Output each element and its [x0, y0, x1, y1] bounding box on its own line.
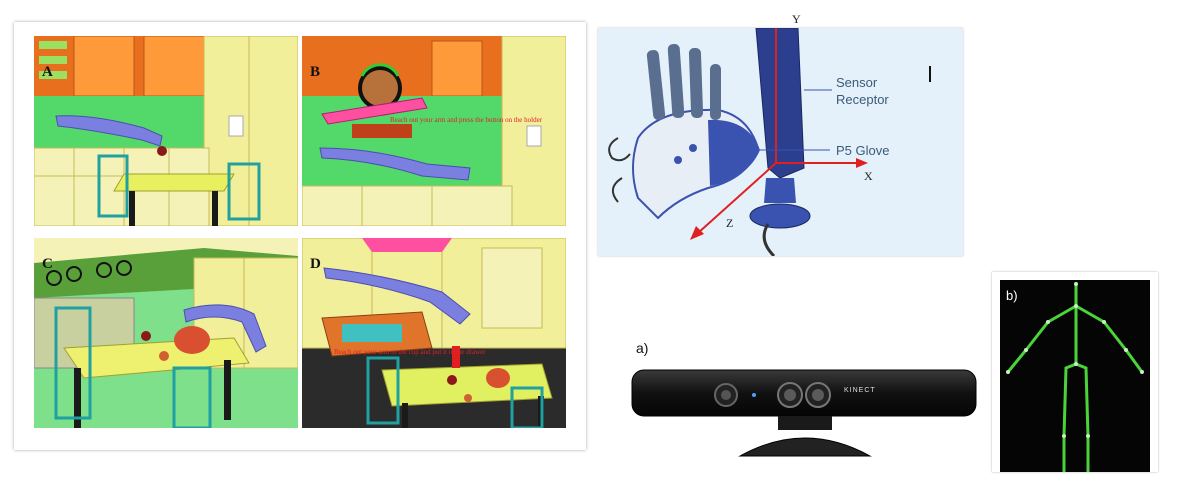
- kitchen-panel-b: B Reach out your arm and press the butto…: [302, 36, 566, 226]
- skeleton-tracking-figure: b): [992, 272, 1158, 472]
- panel-instruction-caption: Reach out your arm to the cup and put it…: [334, 348, 486, 356]
- kitchen-panel-d: D Reach out your arm to the cup and put …: [302, 238, 566, 428]
- glove-illustration: [608, 28, 931, 256]
- panel-letter: C: [42, 256, 53, 272]
- axis-z-label: Z: [726, 216, 734, 230]
- kitchen-scene-d: [302, 238, 566, 428]
- panel-letter: D: [310, 256, 321, 272]
- kitchen-scene-b: [302, 36, 566, 226]
- kitchen-scene-a: [34, 36, 298, 226]
- panel-instruction-caption: Reach out your arm and press the button …: [390, 116, 543, 124]
- glove-diagram: Y X Z Sensor Receptor P5 Glove: [598, 12, 963, 256]
- sensor-receptor-label: Sensor Receptor: [836, 74, 889, 108]
- kitchen-panel-a: A: [34, 36, 298, 226]
- kitchen-scene-c: [34, 238, 298, 428]
- skeleton-figure-tag: b): [1006, 288, 1018, 303]
- panel-letter: A: [42, 64, 53, 80]
- sensor-label-line2: Receptor: [836, 92, 889, 107]
- kitchen-panel-c: C: [34, 238, 298, 428]
- panel-letter: B: [310, 64, 321, 80]
- axis-y-label: Y: [792, 12, 801, 26]
- kinect-sensor-image: [631, 369, 977, 457]
- kitchen-panels-figure: A B Reach out your arm and press the but…: [14, 22, 586, 450]
- sensor-label-line1: Sensor: [836, 75, 878, 90]
- skeleton-image: [1000, 280, 1150, 472]
- p5-glove-label: P5 Glove: [836, 143, 890, 158]
- axis-x-label: X: [864, 169, 873, 183]
- kinect-figure-tag: a): [636, 340, 649, 356]
- kinect-brand-text: KINECT: [844, 387, 876, 394]
